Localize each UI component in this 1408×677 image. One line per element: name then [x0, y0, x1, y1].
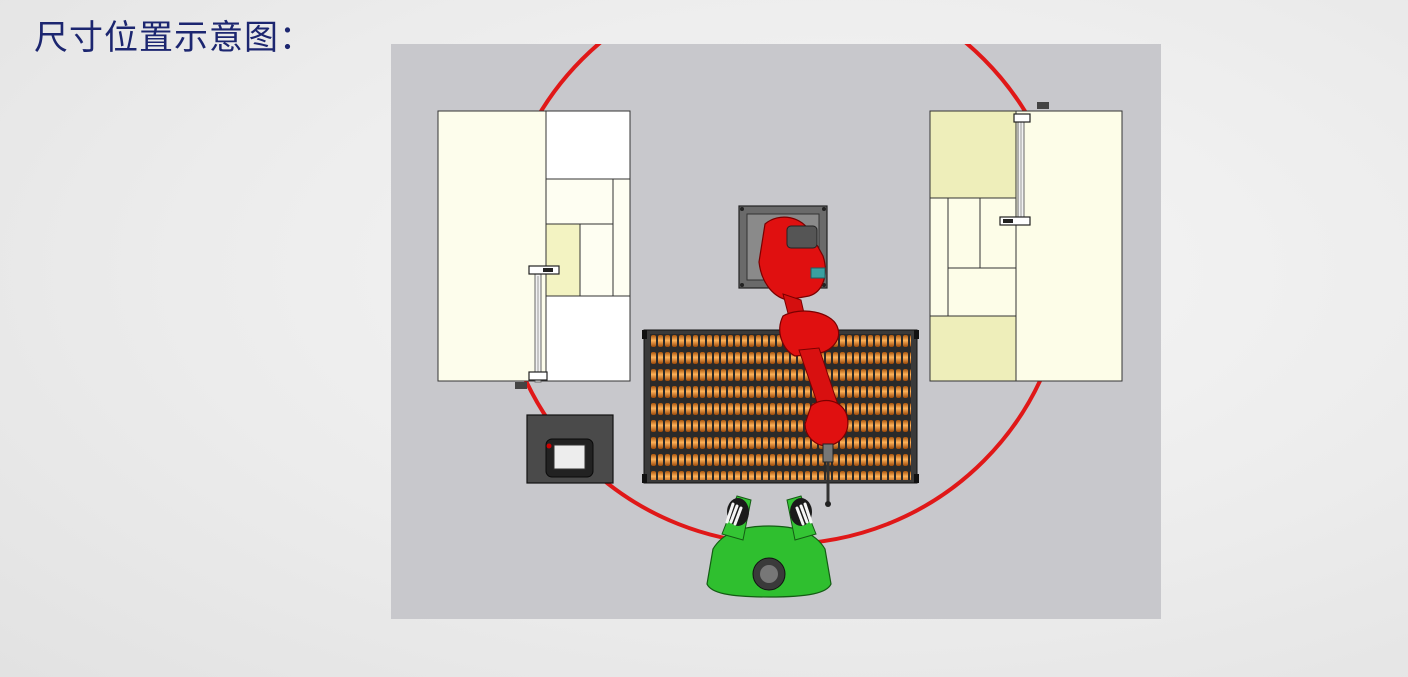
slide-title: 尺寸位置示意图：	[34, 18, 314, 58]
teach-pendant-stand	[526, 414, 614, 484]
right-workbench	[929, 110, 1123, 382]
safety-light-curtain-right	[999, 102, 1049, 226]
operator	[706, 495, 832, 598]
robot-arm	[758, 216, 849, 507]
left-workbench	[437, 110, 631, 382]
layout-diagram	[391, 44, 1161, 619]
roller-conveyor	[642, 329, 919, 484]
safety-light-curtain-left	[515, 265, 560, 389]
